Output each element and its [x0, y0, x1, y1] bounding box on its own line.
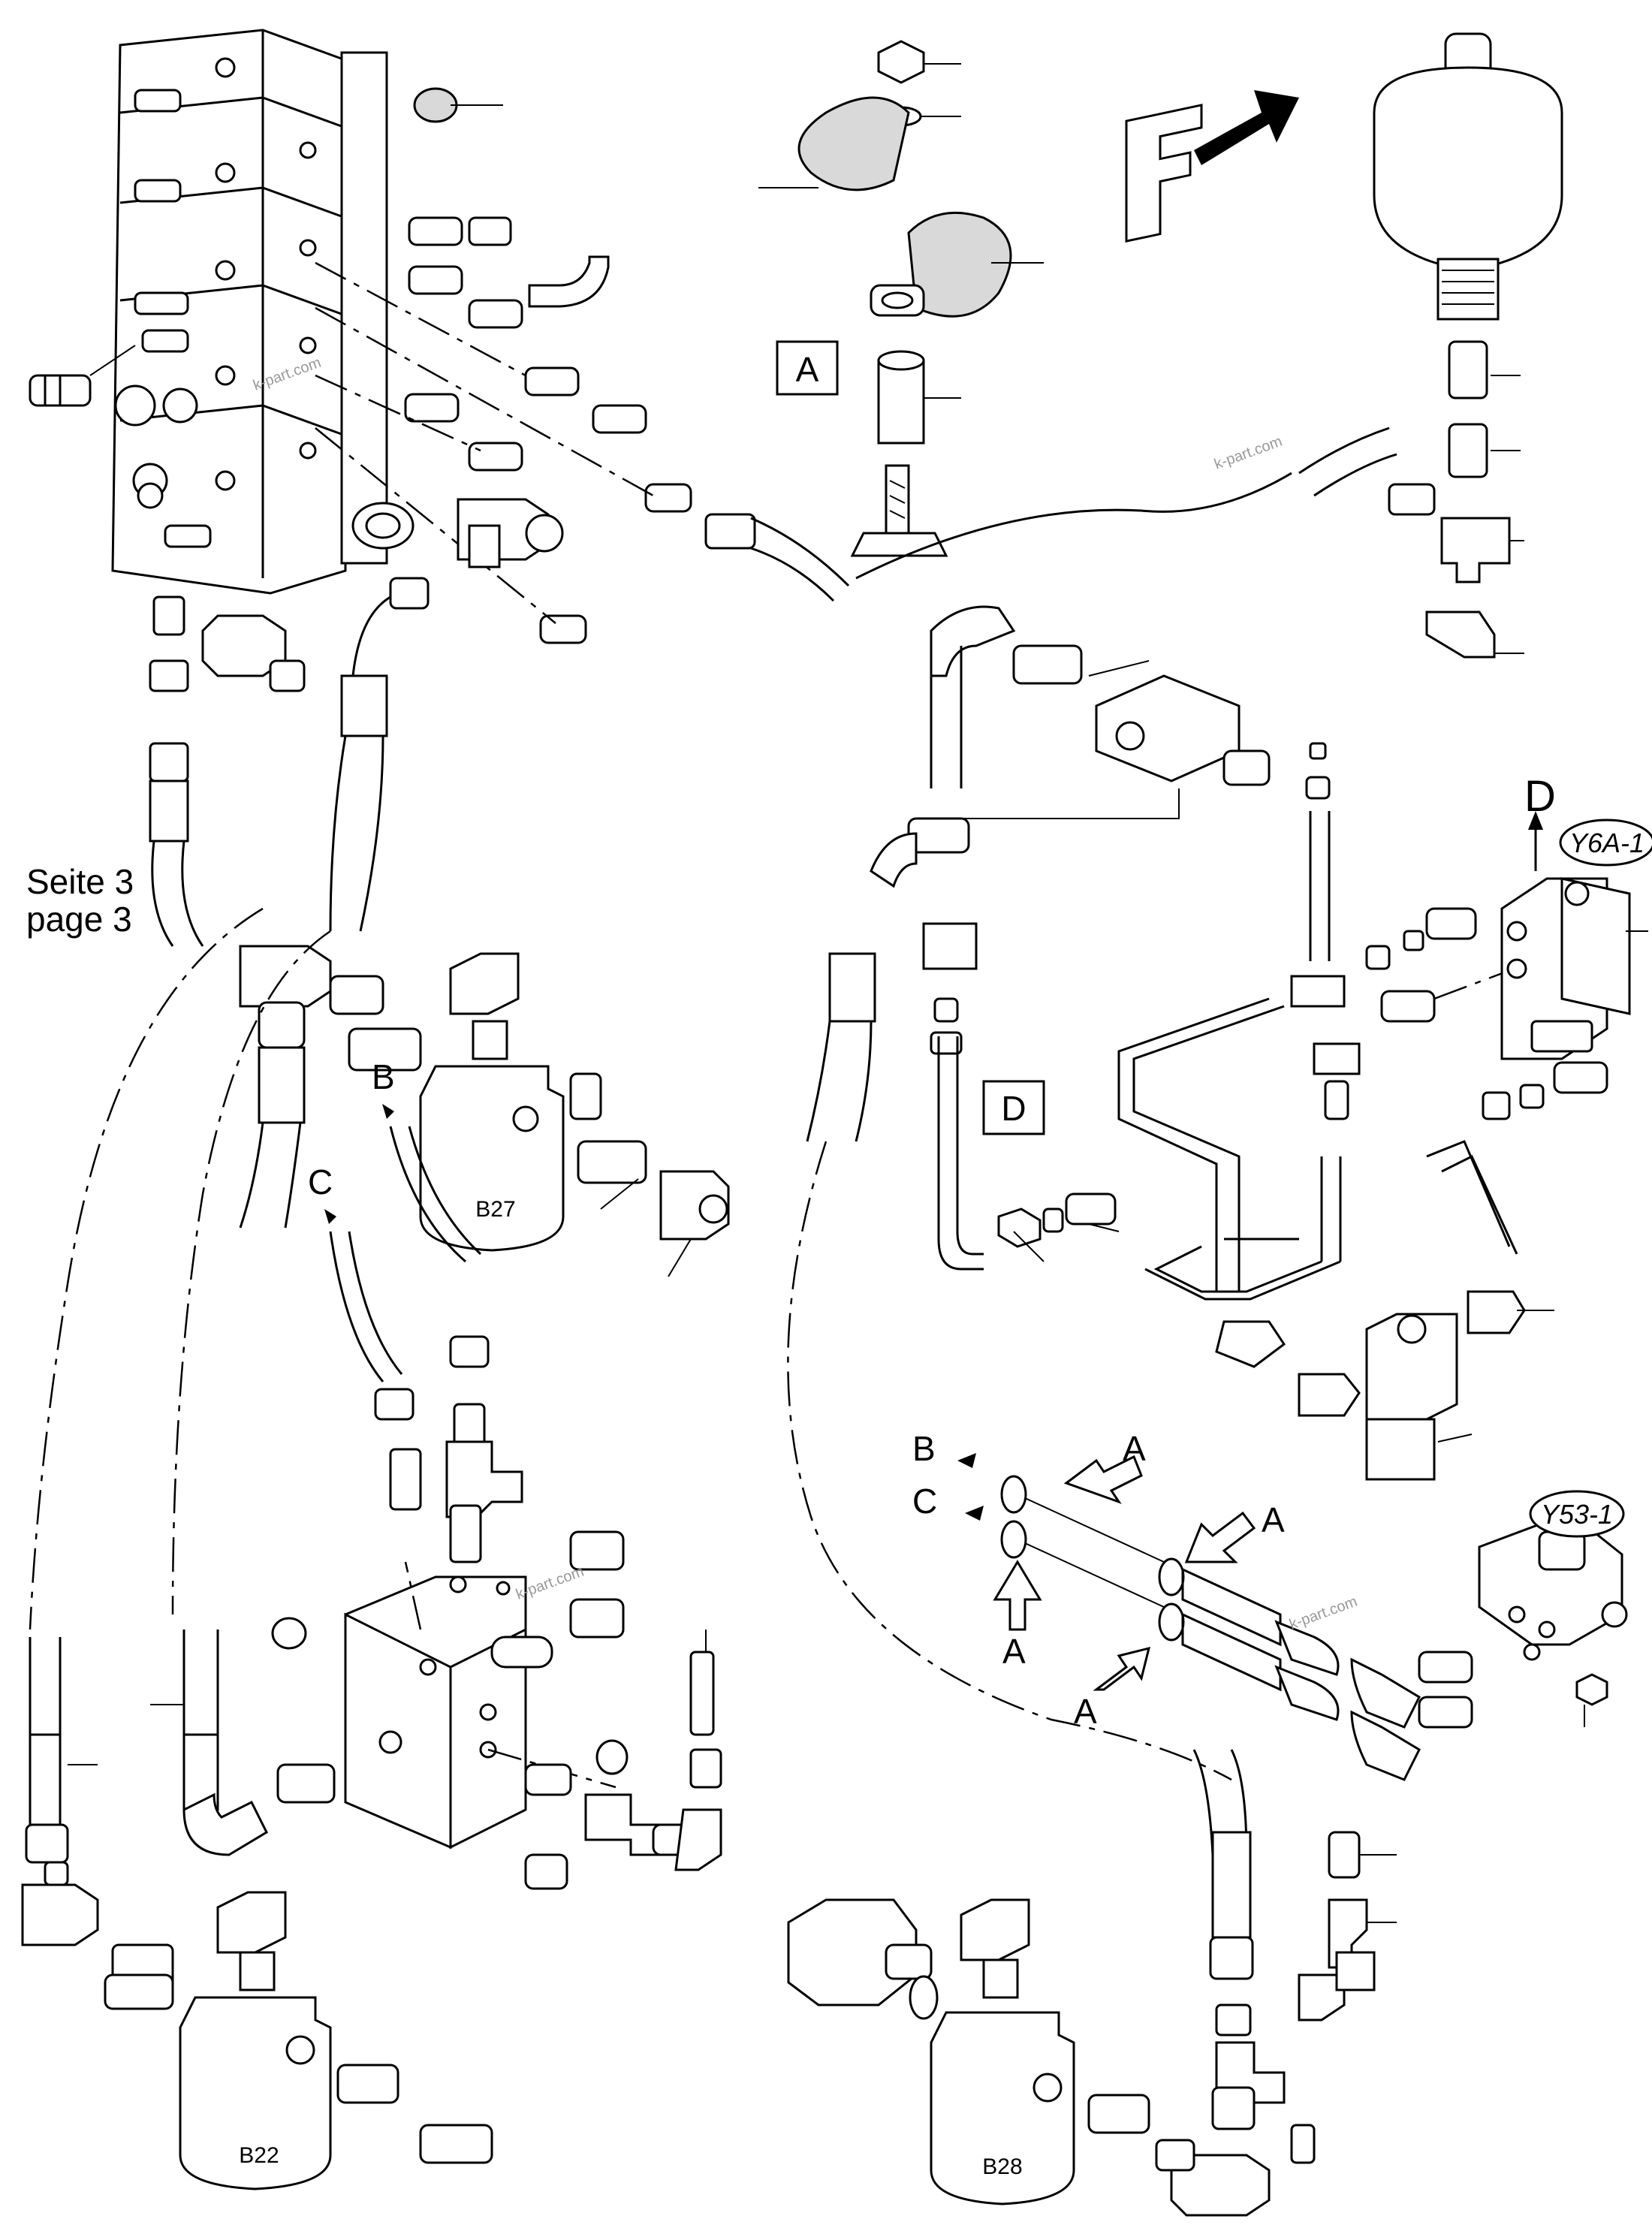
page-ref-page: page 3	[26, 900, 132, 939]
hose-left-b22	[21, 1630, 336, 1946]
arrow-c-head	[324, 1209, 336, 1224]
accumulator	[1373, 32, 1563, 659]
section-rings-and-hoses	[1000, 1475, 1473, 1781]
arrows-a-bottom	[993, 1455, 1256, 1691]
hose-block-to-b27	[329, 577, 430, 932]
solenoid-valve-y6a	[1500, 877, 1648, 1060]
filter-b22	[104, 1891, 493, 2190]
detail-box-a	[776, 340, 839, 396]
watermark-4: k-part.com	[1287, 1593, 1359, 1633]
tube-d-assembly	[937, 1036, 1120, 1271]
label-a-1: A	[1123, 1429, 1146, 1468]
label-a-3: A	[1002, 1632, 1026, 1671]
detail-box-d	[982, 1080, 1045, 1135]
hose-bottom-right	[1170, 1749, 1316, 2217]
filter-b28	[787, 1898, 1195, 2205]
leader-switch	[916, 788, 1180, 819]
manifold-block-centre	[271, 1530, 629, 1850]
fittings-bottom-right	[1298, 1831, 1397, 2021]
filter-b27	[419, 952, 730, 1277]
control-valve-block-stack	[111, 29, 415, 595]
hose-pressure-switch	[806, 817, 978, 1142]
detail-label-a: A	[796, 350, 819, 389]
hose-block-to-accumulator	[704, 427, 1436, 602]
label-b-top: B	[372, 1057, 395, 1096]
routing-dash-curves	[29, 907, 1232, 1781]
arrow-b-head	[382, 1104, 394, 1119]
label-c-top: C	[308, 1162, 333, 1201]
fitting-left-nipple	[29, 345, 136, 407]
tube-network	[1117, 742, 1518, 1417]
fittings-y6a	[1365, 907, 1608, 1120]
detail-label-d-box: D	[1001, 1089, 1026, 1128]
page-ref-seite: Seite 3	[26, 862, 134, 901]
hose-to-page3	[149, 595, 306, 947]
fittings-manifold-right	[524, 1630, 722, 1890]
component-b22: B22	[239, 2143, 279, 2168]
arrow-b-bottom	[957, 1453, 976, 1468]
valve-tag-y6a: Y6A-1	[1569, 828, 1644, 858]
component-b27: B27	[475, 1197, 515, 1222]
pressure-switch-block	[930, 605, 1271, 788]
fittings-block-outlets	[315, 87, 692, 644]
label-b-bottom: B	[912, 1429, 936, 1468]
detail-label-d-arrow: D	[1524, 772, 1556, 821]
label-c-bottom: C	[912, 1482, 937, 1521]
solenoid-valve-lower	[1365, 1290, 1554, 1481]
hose-tee-b27	[239, 945, 422, 1229]
arrow-d-head	[1528, 811, 1543, 830]
hoses-b-c	[329, 1126, 523, 1563]
direction-arrow-f	[1125, 90, 1299, 243]
clamp-assembly	[758, 40, 1044, 557]
tag-ellipse-y53	[1529, 1490, 1625, 1538]
component-b28: B28	[982, 2154, 1022, 2179]
watermark-3: k-part.com	[514, 1563, 586, 1603]
valve-tag-y53: Y53-1	[1541, 1499, 1613, 1530]
watermark-2: k-part.com	[1212, 433, 1284, 473]
label-a-2: A	[1262, 1500, 1285, 1539]
arrow-c-bottom	[965, 1506, 984, 1521]
tag-ellipse-y6a	[1559, 819, 1652, 867]
solenoid-valve-y53	[1478, 1523, 1628, 1727]
tee-fitting-block	[457, 498, 564, 568]
